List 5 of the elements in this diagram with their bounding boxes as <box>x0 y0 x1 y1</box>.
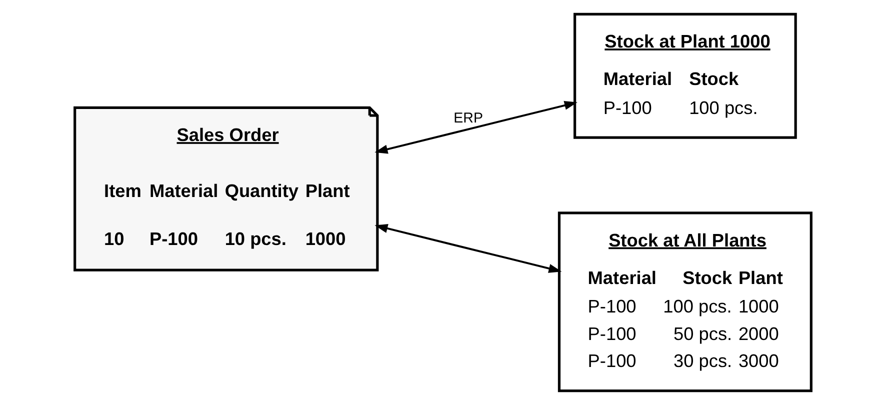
arrow <box>374 224 562 272</box>
arrow <box>374 100 578 154</box>
node-box: Stock at All Plants Material Stock Plant P-100 100 pcs. 1000 P-100 50 pcs. 2000 P-100 30 pcs. 3000 <box>558 211 812 392</box>
node-box: Stock at Plant 1000 Material Stock P-100 100 pcs. <box>574 12 797 138</box>
edge-label: ERP <box>454 110 483 126</box>
